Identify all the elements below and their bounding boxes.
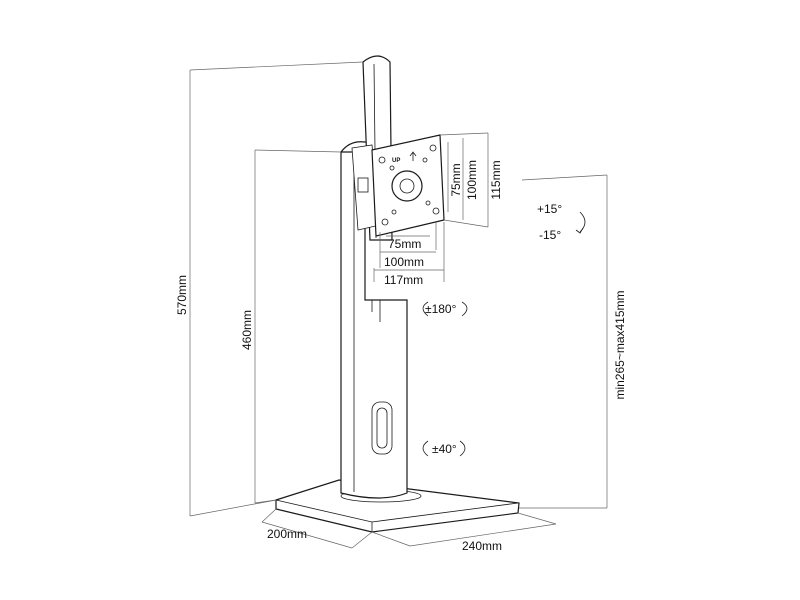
label-tilt-down: -15° — [539, 228, 561, 242]
cable-hole-inner — [376, 407, 388, 449]
label-swivel: ±40° — [432, 442, 457, 456]
label-base-width: 240mm — [462, 539, 502, 553]
vesa-plate: UP — [371, 134, 445, 237]
vesa-hole-75-tl — [389, 165, 395, 171]
vertical-dimension-lines — [189, 61, 608, 517]
vesa-hole-75-br — [425, 200, 431, 206]
label-vesa-v100: 100mm — [465, 160, 479, 200]
label-vesa-h100: 100mm — [384, 255, 424, 269]
label-total-height: 570mm — [175, 275, 189, 315]
width-ext-right — [517, 512, 557, 525]
vesa-hole-br — [432, 207, 440, 215]
tilt-arrow-icon — [575, 227, 584, 234]
rotation-labels: +15° -15° ±180° ±40° — [425, 202, 562, 456]
range-top-ext — [521, 174, 608, 181]
column-height-top-ext — [254, 149, 342, 153]
depth-ext-left — [261, 508, 277, 523]
label-base-depth: 200mm — [267, 527, 307, 541]
base-dimension-lines — [261, 508, 557, 549]
label-tilt-up: +15° — [537, 202, 562, 216]
up-label: UP — [392, 158, 400, 164]
vesa-hub-center — [399, 178, 415, 194]
cable-hole — [371, 401, 393, 455]
label-vesa-h117: 117mm — [384, 273, 423, 287]
vesa-v-top-ext — [439, 132, 489, 136]
column-height-bottom-ext — [254, 499, 277, 504]
vesa-v-bottom-ext — [443, 219, 489, 228]
vesa-hole-tl — [378, 156, 386, 164]
depth-ext-right — [351, 531, 373, 549]
vesa-dimension-lines — [373, 132, 489, 282]
label-rotate: ±180° — [425, 302, 457, 316]
column — [340, 141, 422, 503]
vesa-hub — [391, 170, 423, 202]
label-column-height: 460mm — [240, 310, 254, 350]
total-height-bottom-ext — [189, 499, 277, 517]
vesa-hole-tr — [429, 144, 437, 152]
swivel-arc-left-icon — [422, 440, 429, 457]
total-height-top-ext — [189, 61, 364, 71]
label-vesa-v115: 115mm — [489, 160, 503, 199]
swivel-arc-right-icon — [459, 440, 466, 457]
width-ext-left — [371, 531, 411, 547]
up-arrow-icon — [409, 151, 417, 161]
dimension-labels: 570mm 460mm min265~max415mm 200mm 240mm … — [175, 160, 627, 553]
width-line — [409, 523, 557, 547]
vesa-hole-75-bl — [391, 209, 397, 215]
rotation-icons — [422, 211, 586, 457]
label-adjust-range: min265~max415mm — [613, 290, 627, 399]
label-vesa-v75: 75mm — [449, 163, 463, 196]
label-vesa-h75: 75mm — [388, 237, 421, 251]
vesa-hole-bl — [381, 218, 389, 226]
rotate-arc-left-icon — [422, 301, 429, 317]
vesa-hole-75-tr — [422, 157, 428, 163]
column-top — [340, 141, 380, 153]
arm-clamp — [357, 177, 369, 193]
rotate-arc-right-icon — [461, 301, 468, 317]
depth-line — [261, 521, 353, 549]
